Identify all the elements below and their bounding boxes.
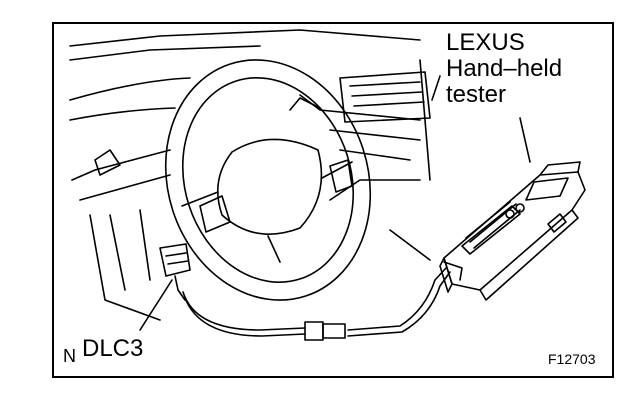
dlc3-label: DLC3	[82, 335, 144, 362]
leader-lines	[139, 75, 531, 331]
tester-cable	[182, 267, 451, 341]
dashboard-outline	[69, 29, 431, 321]
tester-label-line-3: tester	[446, 81, 507, 108]
dlc3-port	[159, 243, 191, 301]
tester-label-line-1: LEXUS	[446, 29, 525, 56]
steering-wheel	[164, 59, 372, 301]
tester-label: LEXUS Hand–held tester	[446, 30, 562, 108]
figure-frame	[52, 22, 614, 378]
tester-label-line-2: Hand–held	[446, 55, 563, 82]
figure-id: F12703	[548, 351, 596, 367]
center-vent	[339, 71, 431, 123]
corner-mark: N	[63, 346, 76, 366]
hand-held-tester	[439, 161, 586, 301]
